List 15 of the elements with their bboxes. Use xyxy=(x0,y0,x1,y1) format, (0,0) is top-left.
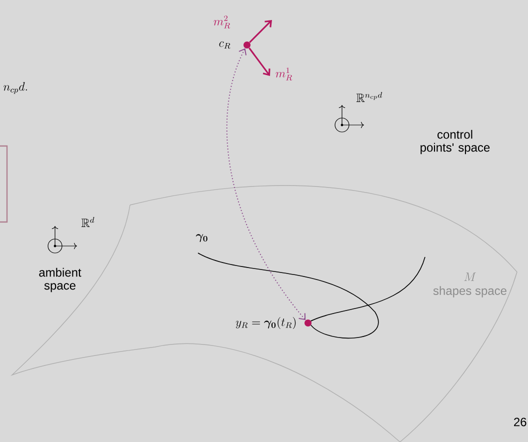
point-label: $c_R$ xyxy=(219,41,230,49)
point-dot xyxy=(244,42,250,48)
edge-label: $m_R^2$ xyxy=(214,16,230,28)
edge-label: $m_R^1$ xyxy=(276,68,292,80)
space-symbol: $\mathbb{R}^d$ xyxy=(81,217,94,227)
point-dot xyxy=(304,320,312,326)
curve-label: $\boldsymbol{\gamma_0}$ xyxy=(196,234,208,242)
space-label: ambient space xyxy=(39,268,82,292)
point-label: $y_R = \boldsymbol{\gamma_0}(t_R)$ xyxy=(236,317,296,329)
formula-label: $n_{cp}d.$ xyxy=(4,82,27,94)
space-symbol: $\mathbb{R}^{n_{cp}d}$ xyxy=(356,92,382,102)
arrow xyxy=(226,48,306,320)
space-label: control points' space xyxy=(420,130,490,154)
arrow xyxy=(249,20,272,43)
arrow xyxy=(248,48,270,76)
